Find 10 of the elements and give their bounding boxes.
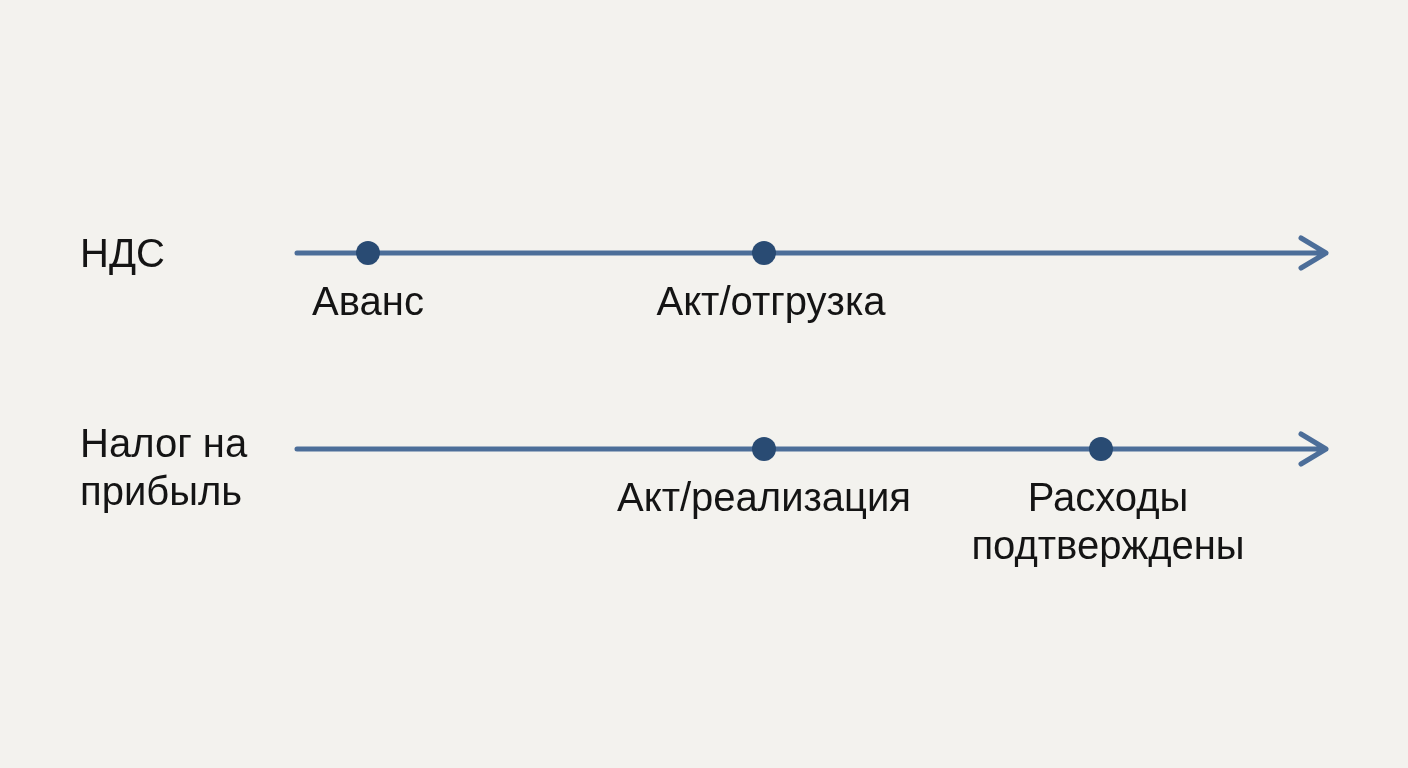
event-label: Акт/отгрузка [656, 278, 886, 325]
event-label: Аванс [312, 278, 424, 325]
event-label: Расходы подтверждены [970, 474, 1246, 569]
timeline-dot-icon [1089, 437, 1113, 461]
row-label: НДС [80, 230, 165, 277]
event-label: Акт/реализация [617, 474, 911, 521]
timeline-dot-icon [752, 437, 776, 461]
row-label: Налог на прибыль [80, 420, 249, 515]
timeline-dot-icon [356, 241, 380, 265]
timeline-dot-icon [752, 241, 776, 265]
